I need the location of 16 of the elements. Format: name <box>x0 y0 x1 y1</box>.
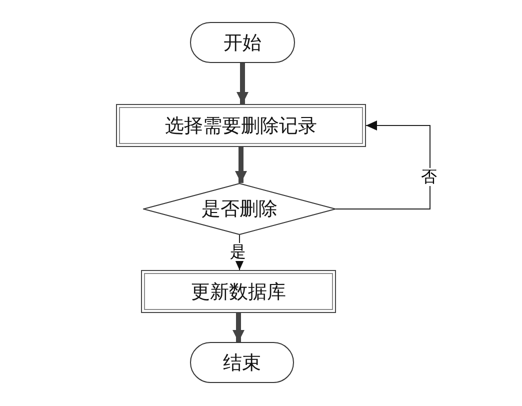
process-box <box>141 270 336 313</box>
terminal-shape <box>190 342 294 383</box>
node-label: 选择需要删除记录 <box>165 114 317 138</box>
edge-label: 是 <box>229 243 247 261</box>
node-label: 开始 <box>224 30 262 56</box>
node-label: 更新数据库 <box>191 280 286 304</box>
arrow <box>235 147 247 183</box>
arrow <box>336 120 430 210</box>
edge-label: 否 <box>420 168 438 186</box>
arrow <box>232 313 244 342</box>
node-label: 结束 <box>223 350 261 376</box>
process-box <box>116 104 366 147</box>
arrow <box>236 63 248 104</box>
terminal-shape <box>190 22 295 63</box>
decision-diamond <box>143 183 336 235</box>
node-label: 是否删除 <box>202 197 278 222</box>
